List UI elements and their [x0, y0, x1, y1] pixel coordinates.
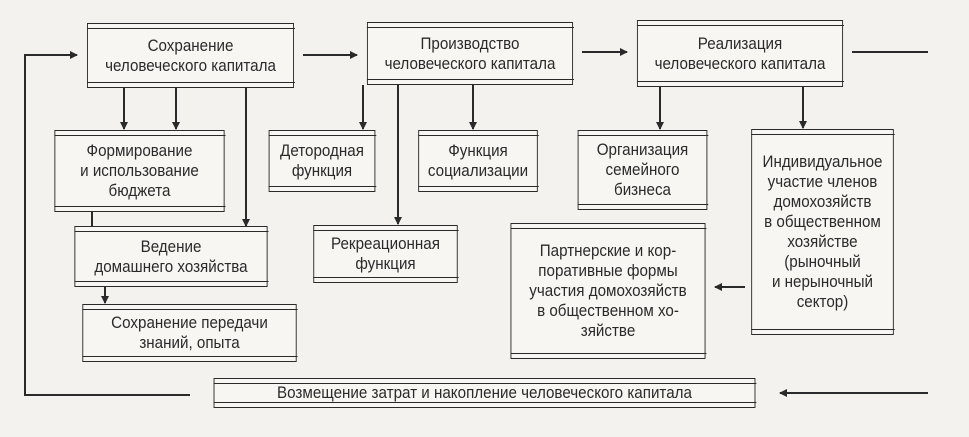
node-label: Ведение домашнего хозяйства: [94, 237, 248, 276]
feedback-arrow-to-preservation: [24, 51, 190, 396]
node-realization: Реализация человеческого капитала: [636, 20, 844, 87]
node-label: Детородная функция: [280, 142, 364, 180]
node-label: Индивидуальное участие членов домохозяйс…: [762, 153, 883, 311]
node-label: Партнерские и кор- поративные формы учас…: [529, 242, 687, 340]
node-individual-participation: Индивидуальное участие членов домохозяйс…: [750, 129, 895, 335]
node-partnership: Партнерские и кор- поративные формы учас…: [510, 223, 706, 359]
node-label: Организация семейного бизнеса: [596, 141, 689, 199]
node-family-business: Организация семейного бизнеса: [577, 130, 708, 210]
node-label: Формирование и использование бюджета: [80, 142, 199, 200]
node-recreation: Рекреационная функция: [312, 225, 459, 283]
node-socialization: Функция социализации: [417, 130, 539, 192]
node-compensation: Возмещение затрат и накопление человечес…: [213, 378, 756, 408]
node-budget: Формирование и использование бюджета: [53, 130, 226, 212]
node-label: Производство человеческого капитала: [384, 34, 556, 73]
node-preservation: Сохранение человеческого капитала: [86, 23, 295, 88]
node-label: Сохранение передачи знаний, опыта: [111, 314, 268, 352]
node-childbearing: Детородная функция: [268, 130, 376, 192]
node-label: Функция социализации: [427, 142, 529, 180]
node-label: Реализация человеческого капитала: [654, 34, 826, 73]
node-production: Производство человеческого капитала: [366, 22, 574, 85]
node-label: Рекреационная функция: [331, 235, 440, 273]
node-knowledge-transfer: Сохранение передачи знаний, опыта: [81, 304, 298, 362]
node-label: Возмещение затрат и накопление человечес…: [277, 384, 692, 402]
node-label: Сохранение человеческого капитала: [105, 36, 276, 75]
node-housekeeping: Ведение домашнего хозяйства: [73, 226, 269, 287]
